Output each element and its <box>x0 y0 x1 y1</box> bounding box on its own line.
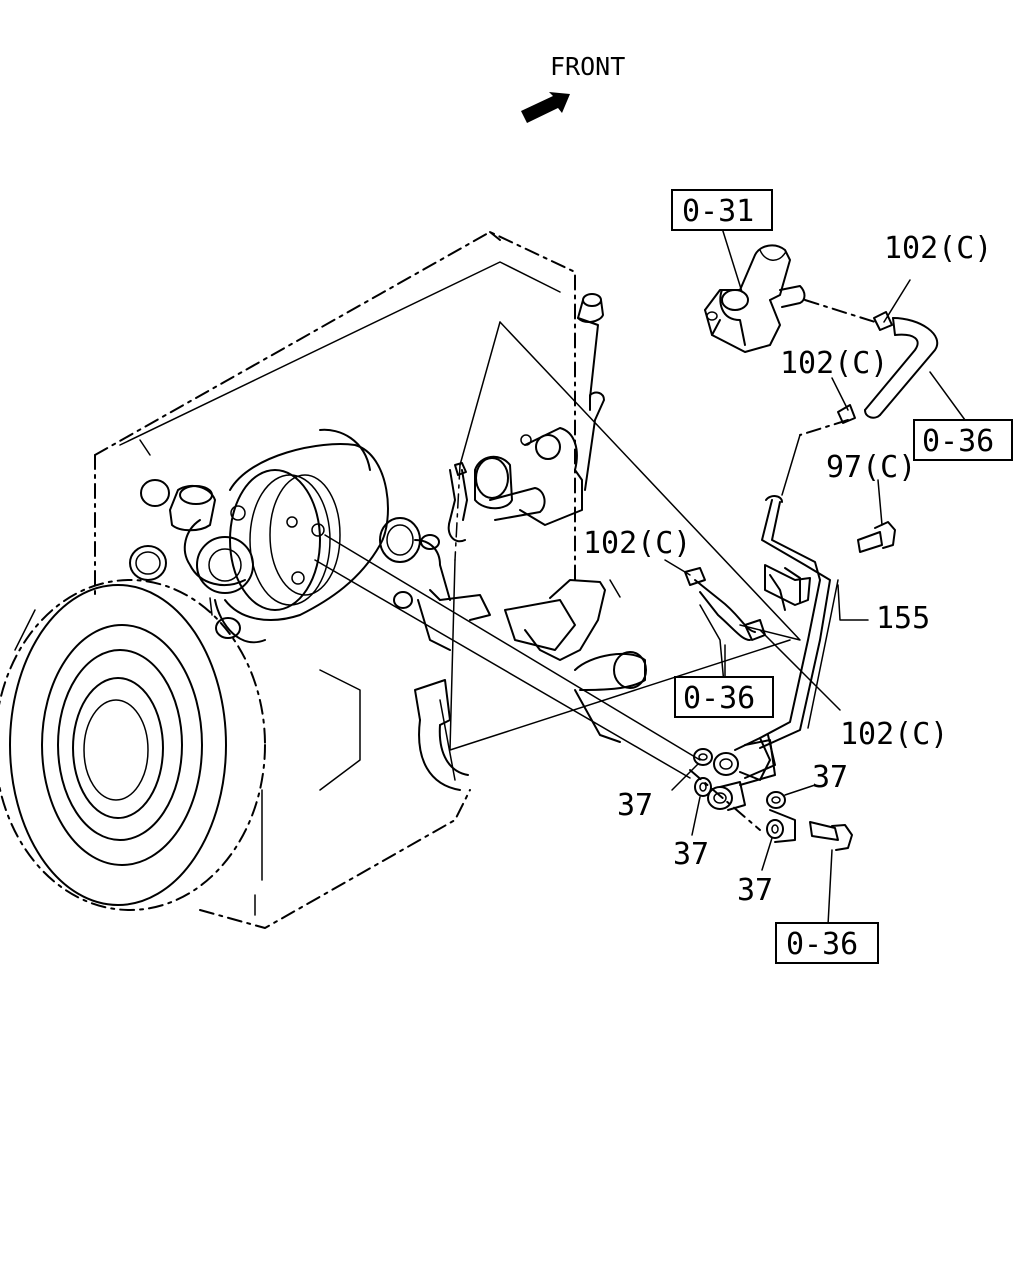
reference-box-0-36-bottom: 0-36 <box>775 922 879 964</box>
coolant-pipe-155 <box>689 495 839 843</box>
reference-label: 0-36 <box>922 424 994 459</box>
front-label: FRONT <box>550 52 625 81</box>
water-outlet-assembly <box>393 293 647 791</box>
callout-37-a: 37 <box>617 788 653 823</box>
bolt-bottom <box>809 821 853 926</box>
callout-97c: 97(C) <box>826 450 916 485</box>
callout-37-b: 37 <box>673 837 709 872</box>
coolant-hose-upper <box>781 279 939 496</box>
callout-37-d: 37 <box>737 873 773 908</box>
reference-box-0-36-middle: 0-36 <box>674 676 774 718</box>
front-direction-indicator: FRONT <box>521 52 625 123</box>
thermostat-housing <box>704 244 806 353</box>
callout-102c-left: 102(C) <box>583 526 691 561</box>
callout-102c-lower-right: 102(C) <box>840 717 948 752</box>
callout-155: 155 <box>876 601 930 636</box>
callout-102c-upper-middle: 102(C) <box>780 346 888 381</box>
front-arrow-icon <box>521 92 570 123</box>
crank-pulley <box>0 579 266 911</box>
bolt-97 <box>857 479 896 553</box>
reference-box-0-36-top: 0-36 <box>913 419 1013 461</box>
reference-label: 0-31 <box>682 194 754 229</box>
callout-37-c: 37 <box>812 760 848 795</box>
reference-label: 0-36 <box>683 681 755 716</box>
reference-label: 0-36 <box>786 927 858 962</box>
engine-block <box>94 231 576 929</box>
ac-compressor <box>169 428 389 644</box>
washers-37 <box>671 748 816 871</box>
callout-102c-top-right: 102(C) <box>884 231 992 266</box>
reference-box-0-31: 0-31 <box>671 189 773 231</box>
